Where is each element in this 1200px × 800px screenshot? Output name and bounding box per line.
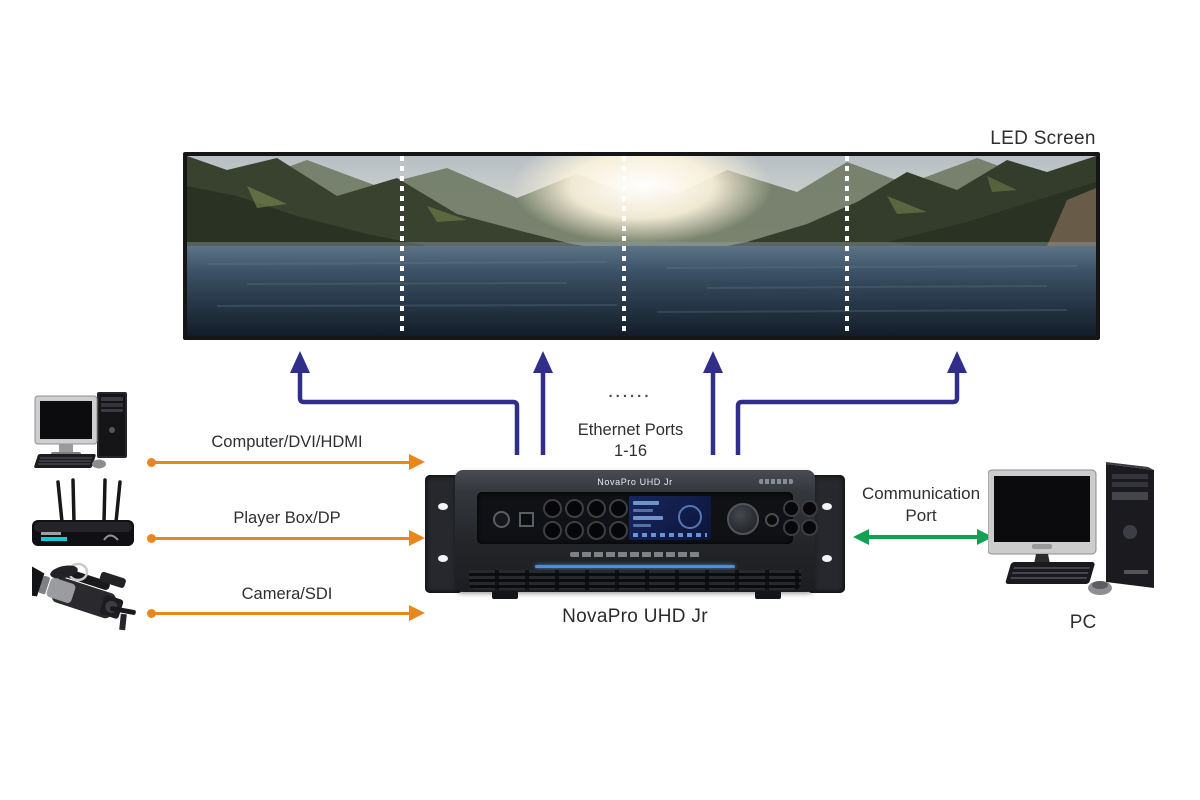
device-mid-band <box>463 548 807 568</box>
connector-icon <box>609 499 628 518</box>
led-segment-divider <box>845 156 849 336</box>
novapro-processor: NovaPro UHD Jr <box>425 470 845 602</box>
communication-port-label: Communication Port <box>845 483 997 527</box>
arrow-line <box>865 535 981 539</box>
communication-arrow <box>853 529 993 545</box>
arrowhead-icon <box>409 530 425 546</box>
screw-hole-icon <box>822 503 832 510</box>
usb-port-icon <box>519 512 534 527</box>
lcd-button-row <box>633 533 707 537</box>
status-light-bar <box>535 565 735 568</box>
screw-hole-icon <box>438 555 448 562</box>
rotary-knob-icon <box>727 503 759 535</box>
processor-caption: NovaPro UHD Jr <box>562 606 708 627</box>
arrowhead-icon <box>409 454 425 470</box>
arrow-line <box>151 536 413 540</box>
panel-button-icon <box>801 500 818 517</box>
device-panel-title: NovaPro UHD Jr <box>597 476 673 487</box>
camera-source-label: Camera/SDI <box>241 585 333 603</box>
ethernet-ellipsis: ...... <box>608 384 652 401</box>
ethernet-ports-line1: Ethernet Ports <box>577 421 684 439</box>
arrow-line <box>151 611 413 615</box>
led-screen-label: LED Screen <box>990 128 1096 149</box>
connector-icon <box>587 499 606 518</box>
panel-button-icon <box>783 500 800 517</box>
computer-illustration <box>34 392 127 469</box>
lcd-screen <box>629 496 711 540</box>
connector-icon <box>587 521 606 540</box>
computer-source-label: Computer/DVI/HDMI <box>211 433 363 451</box>
led-segment-divider <box>400 156 404 336</box>
device-foot <box>492 591 518 599</box>
ethernet-ports-label: Ethernet Ports 1-16 <box>553 420 708 462</box>
device-top-strip: NovaPro UHD Jr <box>463 473 807 490</box>
connector-icon <box>543 499 562 518</box>
screw-hole-icon <box>822 555 832 562</box>
device-foot <box>755 591 781 599</box>
arrow-line <box>151 460 413 464</box>
communication-line2: Port <box>905 506 937 525</box>
pc-illustration <box>988 462 1154 595</box>
output-arrow-elbow-right <box>735 371 960 455</box>
led-screen <box>183 152 1100 340</box>
ethernet-output-arrows <box>290 351 967 455</box>
brand-logo-icon <box>759 479 793 484</box>
device-front-panel <box>477 492 818 544</box>
connector-icon <box>543 521 562 540</box>
arrowhead-icon <box>290 351 310 373</box>
lcd-dial-icon <box>678 505 702 529</box>
communication-line1: Communication <box>861 484 981 503</box>
screw-hole-icon <box>438 503 448 510</box>
player-box-illustration <box>32 478 134 546</box>
small-button-icon <box>765 513 779 527</box>
arrowhead-icon <box>947 351 967 373</box>
output-arrow-elbow-left <box>297 371 520 455</box>
ventilation-grille <box>469 570 801 590</box>
panel-button-icon <box>783 519 800 536</box>
panel-button-icon <box>801 519 818 536</box>
camera-input-arrow <box>147 605 425 621</box>
pc-label: PC <box>1069 612 1097 633</box>
led-screen-image <box>187 156 1096 336</box>
arrowhead-icon <box>853 529 869 545</box>
device-body: NovaPro UHD Jr <box>455 470 818 592</box>
arrowhead-icon <box>703 351 723 373</box>
arrowhead-icon <box>533 351 553 373</box>
ethernet-ports-line2: 1-16 <box>613 442 648 460</box>
connector-icon <box>565 499 584 518</box>
device-small-print <box>570 552 700 557</box>
connector-icon <box>565 521 584 540</box>
camera-illustration <box>32 562 136 631</box>
computer-input-arrow <box>147 454 425 470</box>
player-box-input-arrow <box>147 530 425 546</box>
led-segment-divider <box>622 156 626 336</box>
power-button-icon <box>493 511 510 528</box>
player-box-source-label: Player Box/DP <box>233 509 341 527</box>
connector-icon <box>609 521 628 540</box>
arrowhead-icon <box>409 605 425 621</box>
